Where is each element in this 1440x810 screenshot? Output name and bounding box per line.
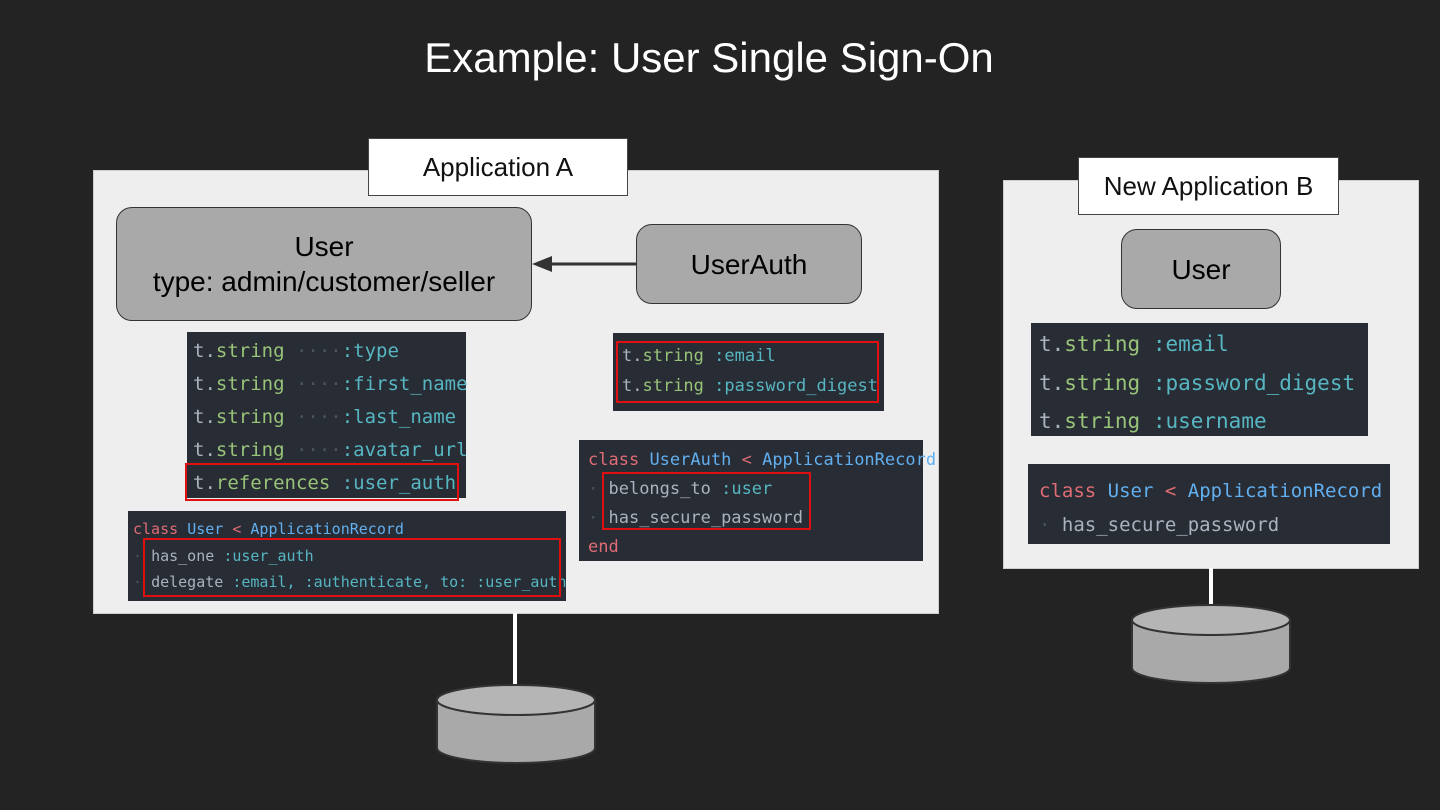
userauth-model-code: class UserAuth < ApplicationRecord · bel… [579,440,937,561]
code-line: t.string :email [622,346,776,366]
code-line: end [588,537,619,557]
application-a-label: Application A [368,138,628,196]
user-model-b-code: class User < ApplicationRecord · has_sec… [1028,464,1390,544]
highlight-box [602,472,811,530]
user-entity-a-name: User [294,231,354,262]
highlight-box [616,341,879,403]
code-line: class User < ApplicationRecord [1039,480,1383,502]
code-line: t.references :user_auth [193,472,457,494]
code-line: t.string :password_digest [622,376,878,396]
code-line: t.string ····:last_name [193,406,457,428]
user-schema-b-code: t.string :email t.string :password_diges… [1031,323,1368,436]
code-line: class UserAuth < ApplicationRecord [588,450,937,470]
user-entity-a: User type: admin/customer/seller [116,207,532,321]
code-line: · delegate :email, :authenticate, to: :u… [133,573,567,591]
arrowhead-icon [532,256,552,272]
user-entity-b: User [1121,229,1281,309]
slide-title: Example: User Single Sign-On [424,34,994,81]
db-connector-a [513,613,517,688]
code-line: · has_one :user_auth [133,546,314,565]
highlight-box [185,463,459,501]
database-a-icon [436,684,596,764]
association-arrow [532,256,636,272]
userauth-entity: UserAuth [636,224,862,304]
code-line: · has_secure_password [588,508,803,528]
code-line: · has_secure_password [1039,514,1280,536]
userauth-entity-name: UserAuth [690,248,808,280]
user-model-code: class User < ApplicationRecord · has_one… [128,511,567,601]
user-entity-a-subtitle: type: admin/customer/seller [152,266,496,297]
code-line: t.string ····:type [193,340,399,362]
highlight-box [143,538,561,597]
userauth-schema-code: t.string :email t.string :password_diges… [613,333,884,411]
code-line: class User < ApplicationRecord [133,520,404,538]
database-b-icon [1131,604,1291,684]
user-entity-b-name: User [1171,253,1231,285]
code-line: t.string :password_digest [1039,370,1356,395]
code-line: t.string ····:first_name [193,373,468,395]
user-schema-code: t.string ····:type t.string ····:first_n… [187,332,468,498]
db-connector-b [1209,568,1213,608]
code-line: · belongs_to :user [588,479,773,499]
code-line: t.string :email [1039,332,1229,356]
code-line: t.string ····:avatar_url [193,439,468,461]
application-b-label: New Application B [1078,157,1339,215]
code-line: t.string :username [1039,409,1267,433]
